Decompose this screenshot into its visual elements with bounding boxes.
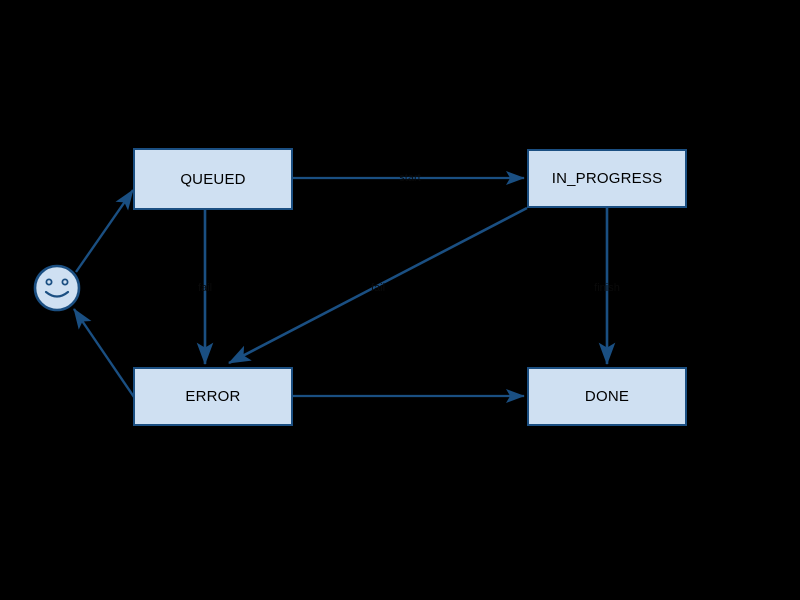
start-node-circle[interactable] — [33, 264, 81, 312]
state-node-queued[interactable]: QUEUED — [133, 148, 293, 210]
smiley-eye-left-icon — [45, 278, 53, 286]
edge-start-to-queued[interactable] — [75, 189, 134, 273]
state-node-error-label: ERROR — [185, 388, 241, 405]
state-node-done-label: DONE — [584, 388, 630, 405]
state-node-error[interactable]: ERROR — [133, 367, 293, 426]
state-node-in-progress-label: IN_PROGRESS — [551, 170, 663, 187]
state-node-queued-label: QUEUED — [180, 170, 246, 188]
edge-error-to-start[interactable] — [73, 308, 137, 401]
edge-in-progress-to-error[interactable] — [228, 206, 528, 365]
state-node-done[interactable]: DONE — [527, 367, 687, 426]
smiley-mouth-icon — [44, 290, 70, 298]
edges-group — [73, 170, 616, 404]
state-node-in-progress[interactable]: IN_PROGRESS — [527, 149, 687, 208]
start-node[interactable] — [33, 264, 81, 312]
smiley-eye-right-icon — [61, 278, 69, 286]
